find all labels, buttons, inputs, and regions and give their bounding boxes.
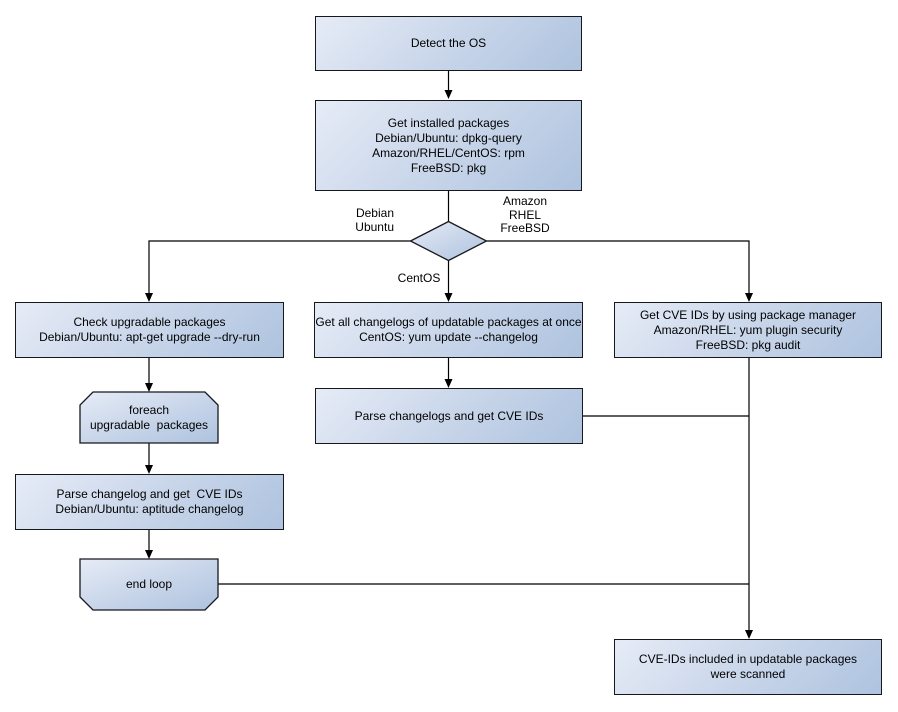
node-cve-scanned-label: CVE-IDs included in updatable packages w…	[638, 652, 858, 681]
node-get-cve-ids-label: Get CVE IDs by using package manager Ama…	[639, 307, 857, 352]
node-check-upgradable-label: Check upgradable packages Debian/Ubuntu:…	[39, 315, 260, 344]
node-check-upgradable: Check upgradable packages Debian/Ubuntu:…	[15, 302, 284, 358]
node-parse-changelogs-mid: Parse changelogs and get CVE IDs	[315, 388, 583, 444]
arrowhead-to-foreach	[145, 383, 153, 392]
arrowhead-to-parse-mid	[444, 379, 453, 388]
arrowhead-branch-debian	[145, 293, 153, 302]
node-foreach-loop-label: foreach upgradable packages	[89, 402, 209, 432]
arrowhead-to-endloop	[145, 550, 153, 559]
node-detect-os-label: Detect the OS	[410, 36, 487, 50]
foreach-shape	[79, 391, 219, 444]
branch-label-amazon-rhel-freebsd: Amazon RHEL FreeBSD	[500, 194, 550, 235]
node-get-changelogs: Get all changelogs of updatable packages…	[314, 302, 583, 358]
node-get-installed-packages: Get installed packages Debian/Ubuntu: dp…	[315, 100, 582, 191]
node-parse-changelogs-mid-label: Parse changelogs and get CVE IDs	[354, 408, 544, 423]
node-get-changelogs-label: Get all changelogs of updatable packages…	[315, 315, 582, 344]
connector-branch-debian	[148, 240, 411, 293]
end-loop-shape	[79, 558, 219, 611]
branch-label-debian-ubuntu: Debian Ubuntu	[355, 206, 394, 234]
node-parse-changelog-left: Parse changelog and get CVE IDs Debian/U…	[15, 474, 284, 530]
node-end-loop: end loop	[80, 559, 218, 610]
arrowhead-to-parse-left	[145, 465, 153, 474]
connector-branch-amazon	[486, 240, 750, 293]
arrowhead-to-scanned	[745, 630, 753, 639]
arrowhead-branch-amazon	[745, 293, 753, 302]
node-cve-scanned: CVE-IDs included in updatable packages w…	[614, 639, 882, 695]
node-detect-os: Detect the OS	[315, 16, 582, 71]
branch-label-centos: CentOS	[397, 271, 441, 285]
arrowhead-to-installed	[444, 90, 453, 99]
node-get-cve-ids: Get CVE IDs by using package manager Ama…	[614, 302, 882, 358]
node-parse-changelog-left-label: Parse changelog and get CVE IDs Debian/U…	[55, 487, 244, 516]
node-get-installed-packages-label: Get installed packages Debian/Ubuntu: dp…	[372, 115, 525, 175]
decision-diamond	[409, 220, 488, 262]
node-foreach-loop: foreach upgradable packages	[80, 392, 218, 443]
arrowhead-branch-centos	[444, 293, 453, 302]
node-end-loop-label: end loop	[125, 577, 173, 591]
